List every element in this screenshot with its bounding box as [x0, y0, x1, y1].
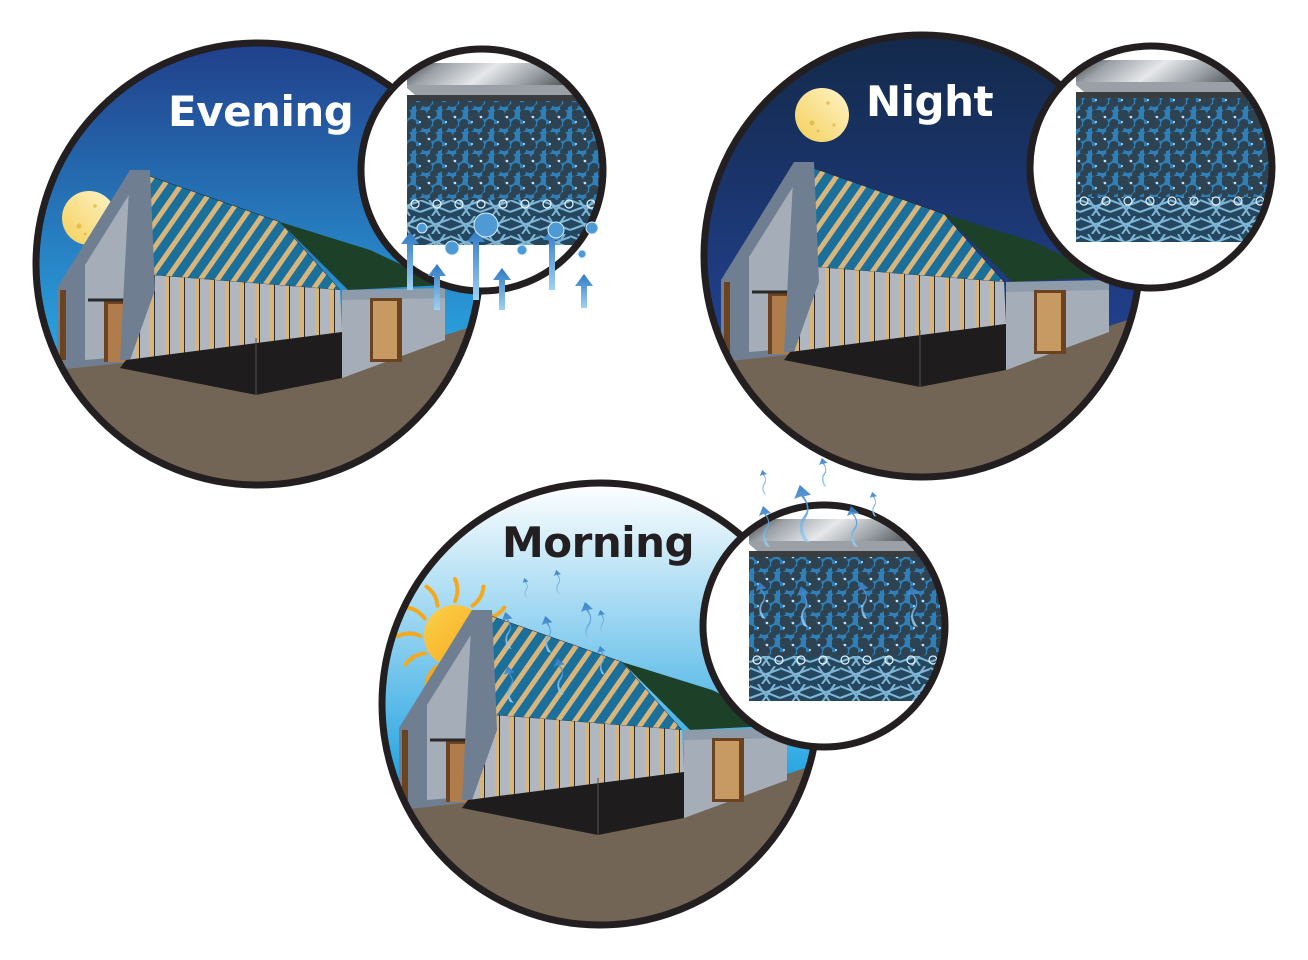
- exposed-studs: [130, 275, 342, 360]
- evaporation-arrow-icon: [869, 492, 877, 517]
- green-roof: [280, 222, 445, 290]
- water-droplet-icon: [416, 222, 428, 234]
- evaporation-arrow-icon: [501, 612, 513, 649]
- fleece-membrane: [749, 557, 945, 657]
- evaporation-arrow-icon: [503, 666, 515, 703]
- evaporation-arrow-icon: [857, 582, 869, 619]
- foundation: [120, 332, 342, 395]
- water-droplet-icon: [444, 240, 460, 256]
- evaporation-arrow-icon: [522, 578, 529, 599]
- water-droplet-icon: [516, 244, 528, 256]
- water-droplet-icon: [585, 221, 599, 235]
- vapor-arrow-icon: [493, 268, 511, 310]
- panel-night: Night: [700, 31, 1276, 481]
- evaporation-arrow-icon: [541, 616, 553, 653]
- water-droplet-icon: [577, 249, 587, 259]
- vapor-arrow-icon: [401, 232, 419, 290]
- water-droplet-icon: [473, 212, 499, 238]
- green-roof: [944, 214, 1109, 282]
- vapor-arrow-icon: [467, 230, 485, 300]
- water-droplet-icon: [547, 221, 565, 239]
- exposed-studs: [472, 715, 684, 800]
- fibre-mesh: [1076, 197, 1272, 242]
- fibre-mesh: [407, 200, 603, 245]
- vapor-arrow-icon: [543, 228, 561, 290]
- metal-roof-sheet: [1076, 60, 1272, 82]
- barn-side-door: [715, 741, 739, 799]
- evaporation-arrow-icon: [553, 658, 565, 695]
- evaporation-arrow-icon: [597, 646, 606, 675]
- evaporation-arrow-icon: [797, 586, 809, 627]
- evaporation-arrow-icon: [847, 506, 859, 547]
- barn-side-door: [1037, 293, 1061, 351]
- panel-label-night: Night: [866, 77, 994, 126]
- evaporation-arrow-icon: [553, 570, 561, 595]
- evaporation-arrow-icon: [819, 458, 828, 487]
- panel-morning: Morning: [378, 458, 949, 929]
- fibre-mesh: [749, 656, 945, 701]
- barn-side-door: [373, 301, 397, 359]
- inset-outline: [699, 501, 949, 751]
- vapor-arrow-icon: [428, 264, 446, 310]
- evaporation-arrow-icon: [755, 582, 767, 619]
- evaporation-arrow-icon: [597, 610, 605, 635]
- fleece-membrane: [1076, 98, 1272, 198]
- metal-roof-sheet: [749, 519, 945, 541]
- panel-evening: Evening: [32, 39, 607, 489]
- evaporation-arrow-icon: [907, 586, 919, 627]
- metal-roof-sheet: [407, 63, 603, 85]
- panel-label-morning: Morning: [502, 518, 694, 567]
- evaporation-arrow-icon: [794, 484, 811, 543]
- evaporation-arrow-icon: [759, 470, 767, 495]
- moon-icon: [795, 88, 849, 142]
- foundation: [462, 772, 684, 835]
- exposed-studs: [794, 267, 1006, 352]
- fleece-membrane: [407, 101, 603, 201]
- evaporation-arrow-icon: [759, 506, 771, 547]
- inset-outline: [1026, 42, 1276, 292]
- inset-outline: [357, 45, 607, 295]
- vapor-arrow-icon: [575, 274, 593, 308]
- foundation: [784, 324, 1006, 387]
- panel-label-evening: Evening: [168, 87, 353, 136]
- evaporation-arrow-icon: [581, 602, 593, 643]
